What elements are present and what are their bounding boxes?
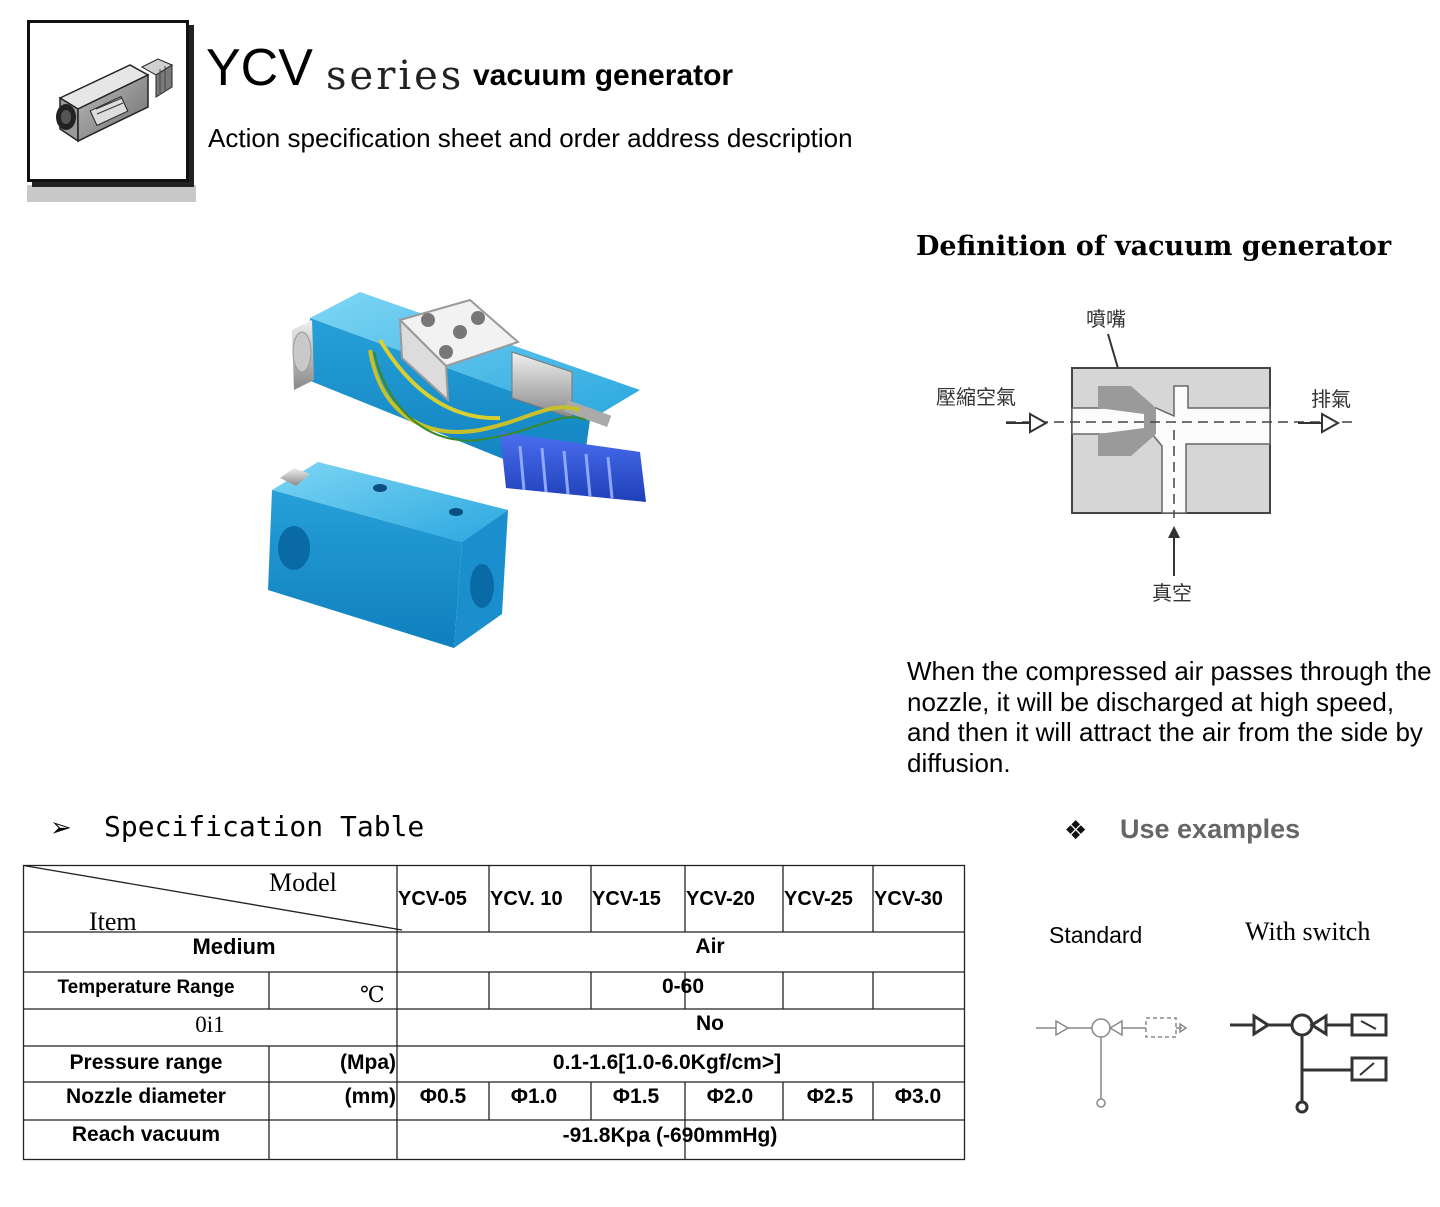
arrow-bullet-icon: ➢ bbox=[50, 812, 72, 842]
vacuum-generator-icon bbox=[56, 58, 174, 143]
with-switch-symbol-diagram bbox=[1230, 1013, 1388, 1114]
use-examples-title: Use examples bbox=[1120, 814, 1301, 844]
nozzle-value: Φ2.0 bbox=[707, 1085, 753, 1108]
nozzle-value: Φ1.5 bbox=[613, 1085, 660, 1108]
row-temperature-unit: ℃ bbox=[360, 982, 385, 1007]
definition-description: When the compressed air passes through t… bbox=[907, 656, 1432, 778]
logo-shadow bbox=[27, 185, 196, 202]
model-header: YCV-05 bbox=[398, 888, 467, 910]
product-icon-box bbox=[27, 20, 189, 182]
row-nozzle-unit: (mm) bbox=[345, 1085, 396, 1108]
diagram-label-vacuum: 真空 bbox=[1152, 581, 1192, 605]
standard-symbol-diagram bbox=[1036, 1017, 1188, 1108]
row-oil-label: 0i1 bbox=[195, 1012, 224, 1037]
row-temperature-value: 0-60 bbox=[662, 975, 704, 998]
row-oil-value: No bbox=[696, 1012, 724, 1035]
definition-title: Definition of vacuum generator bbox=[916, 231, 1392, 262]
series-code: YCV bbox=[206, 39, 313, 97]
diamond-bullet-icon: ❖ bbox=[1064, 815, 1088, 845]
nozzle-value: Φ3.0 bbox=[895, 1085, 941, 1108]
series-word: series bbox=[326, 53, 465, 99]
example-with-switch-label: With switch bbox=[1245, 917, 1371, 946]
nozzle-value: Φ2.5 bbox=[807, 1085, 854, 1108]
model-header: YCV-25 bbox=[784, 888, 853, 910]
product-name: vacuum generator bbox=[473, 59, 734, 92]
header-model-label: Model bbox=[269, 868, 337, 897]
specification-table: Model Item YCV-05 YCV. 10 YCV-15 YCV-20 … bbox=[22, 864, 966, 1161]
row-vacuum-label: Reach vacuum bbox=[72, 1123, 220, 1146]
diagram-label-compressed-air: 壓縮空氣 bbox=[936, 385, 1016, 409]
model-header: YCV-30 bbox=[874, 888, 943, 910]
vacuum-generator-diagram: 噴嘴 壓縮空氣 排氣 真空 bbox=[936, 307, 1356, 605]
model-header: YCV. 10 bbox=[490, 888, 563, 910]
header-item-label: Item bbox=[89, 907, 137, 936]
row-vacuum-value: -91.8Kpa (-690mmHg) bbox=[563, 1124, 778, 1147]
model-header: YCV-20 bbox=[686, 888, 755, 910]
nozzle-value: Φ0.5 bbox=[420, 1085, 467, 1108]
spec-table-heading: Specification Table bbox=[104, 810, 425, 843]
diagram-label-exhaust: 排氣 bbox=[1311, 387, 1351, 411]
row-medium-value: Air bbox=[695, 935, 724, 958]
nozzle-value: Φ1.0 bbox=[511, 1085, 557, 1108]
row-temperature-label: Temperature Range bbox=[57, 977, 234, 998]
model-header: YCV-15 bbox=[592, 888, 661, 910]
row-pressure-value: 0.1-1.6[1.0-6.0Kgf/cm>] bbox=[553, 1051, 781, 1074]
row-medium-label: Medium bbox=[192, 934, 275, 959]
row-nozzle-label: Nozzle diameter bbox=[66, 1085, 226, 1108]
diagram-label-nozzle: 噴嘴 bbox=[1086, 307, 1126, 331]
product-photo bbox=[268, 292, 646, 648]
row-pressure-label: Pressure range bbox=[70, 1051, 223, 1074]
page-subtitle: Action specification sheet and order add… bbox=[208, 123, 853, 153]
row-pressure-unit: (Mpa) bbox=[340, 1051, 396, 1074]
example-standard-label: Standard bbox=[1049, 922, 1143, 948]
